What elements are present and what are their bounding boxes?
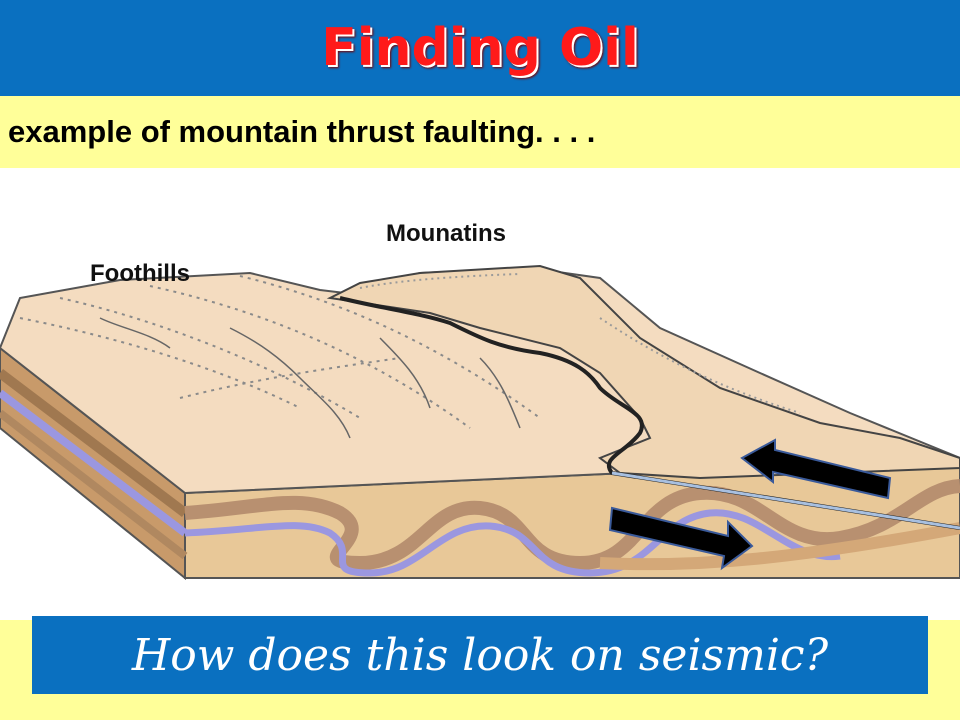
subtitle-bar: example of mountain thrust faulting. . .… bbox=[0, 96, 960, 168]
thrust-fault-line bbox=[339, 296, 960, 530]
question-box: How does this look on seismic? bbox=[32, 616, 928, 694]
left-layer-band bbox=[0, 369, 189, 517]
title-bar: Finding Oil bbox=[0, 0, 960, 96]
left-purple-layer bbox=[0, 389, 188, 537]
drainage-line bbox=[379, 337, 431, 409]
slide-title: Finding Oil bbox=[321, 18, 639, 78]
drainage-line bbox=[99, 317, 171, 349]
thrust-arrow-right-icon bbox=[608, 506, 754, 571]
fault-plane-highlight bbox=[611, 471, 960, 530]
drainage-line bbox=[479, 357, 521, 429]
block-diagram-illustration bbox=[0, 264, 960, 581]
question-text: How does this look on seismic? bbox=[131, 629, 829, 681]
slide-subtitle: example of mountain thrust faulting. . .… bbox=[8, 114, 596, 149]
left-lower-band bbox=[0, 409, 188, 560]
drainage-line bbox=[229, 327, 351, 439]
front-deep-band bbox=[599, 522, 960, 571]
thrust-arrow-left-icon bbox=[740, 438, 892, 500]
foothills-label: Foothills bbox=[90, 260, 190, 287]
top-strike-line bbox=[19, 317, 301, 409]
front-purple-layer bbox=[184, 509, 841, 577]
thrust-fault-diagram bbox=[0, 168, 960, 620]
top-strike-line bbox=[59, 297, 361, 419]
mountain-ridge bbox=[326, 264, 960, 480]
top-strike-line bbox=[239, 275, 541, 419]
mountains-label: Mounatins bbox=[386, 220, 506, 247]
ridge-texture bbox=[359, 273, 521, 289]
top-strike-line bbox=[149, 285, 471, 429]
ridge-texture bbox=[599, 317, 801, 414]
